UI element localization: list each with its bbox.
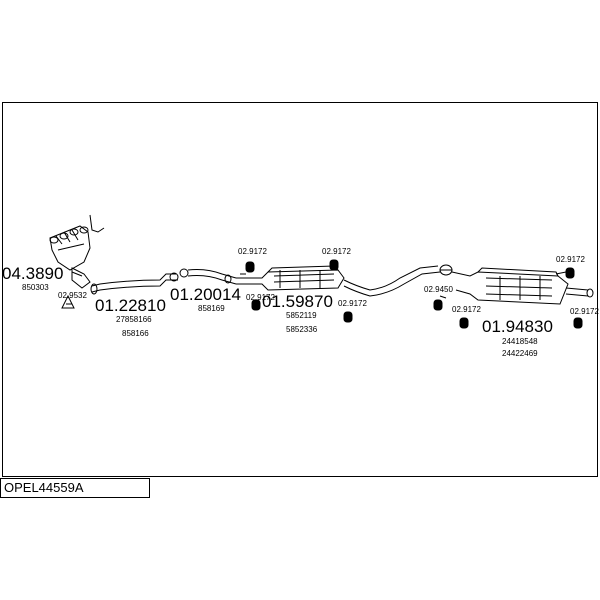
- middle-pipe-ref: 858169: [198, 304, 225, 313]
- front-pipe-ref-2: 858166: [122, 329, 149, 338]
- gasket-label: 02.9532: [58, 291, 87, 300]
- rear-silencer-ref-1: 24418548: [502, 337, 538, 346]
- hanger-label-1: 02.9172: [238, 247, 267, 256]
- center-silencer-ref-2: 5852336: [286, 325, 318, 334]
- manifold-code: 04.3890: [2, 264, 63, 283]
- hanger-part[interactable]: [245, 259, 583, 329]
- hanger-label-5: 02.9172: [452, 305, 481, 314]
- manifold-stud: [89, 214, 105, 233]
- front-pipe-ref-1: 27858166: [116, 315, 152, 324]
- hanger-label-7: 02.9172: [570, 307, 599, 316]
- clamp-label: 02.9450: [424, 285, 453, 294]
- center-silencer-part[interactable]: [236, 265, 441, 297]
- manifold-ref: 850303: [22, 283, 49, 292]
- center-silencer-ref-1: 5852119: [286, 311, 317, 320]
- hanger-label-2: 02.9172: [322, 247, 351, 256]
- rear-silencer-ref-2: 24422469: [502, 349, 538, 358]
- drawing-frame: [2, 102, 598, 477]
- clamp-part[interactable]: [439, 264, 453, 276]
- manifold-part[interactable]: [49, 225, 91, 289]
- hanger-label-4: 02.9172: [338, 299, 367, 308]
- diagram-title: OPEL44559A: [4, 480, 84, 495]
- rear-silencer-code: 01.94830: [482, 317, 553, 336]
- manifold-leader: [71, 271, 83, 277]
- center-silencer-code: 01.59870: [262, 292, 333, 311]
- middle-pipe-part[interactable]: [179, 268, 237, 285]
- front-pipe-code: 01.22810: [95, 296, 166, 315]
- front-pipe-part[interactable]: [90, 272, 179, 295]
- hanger-label-6: 02.9172: [556, 255, 585, 264]
- leader-lines: [240, 271, 567, 299]
- gasket-part[interactable]: [61, 294, 75, 309]
- diagram-title-box: OPEL44559A: [0, 478, 150, 498]
- hanger-label-3: 02.9172: [246, 293, 275, 302]
- middle-pipe-code: 01.20014: [170, 285, 241, 304]
